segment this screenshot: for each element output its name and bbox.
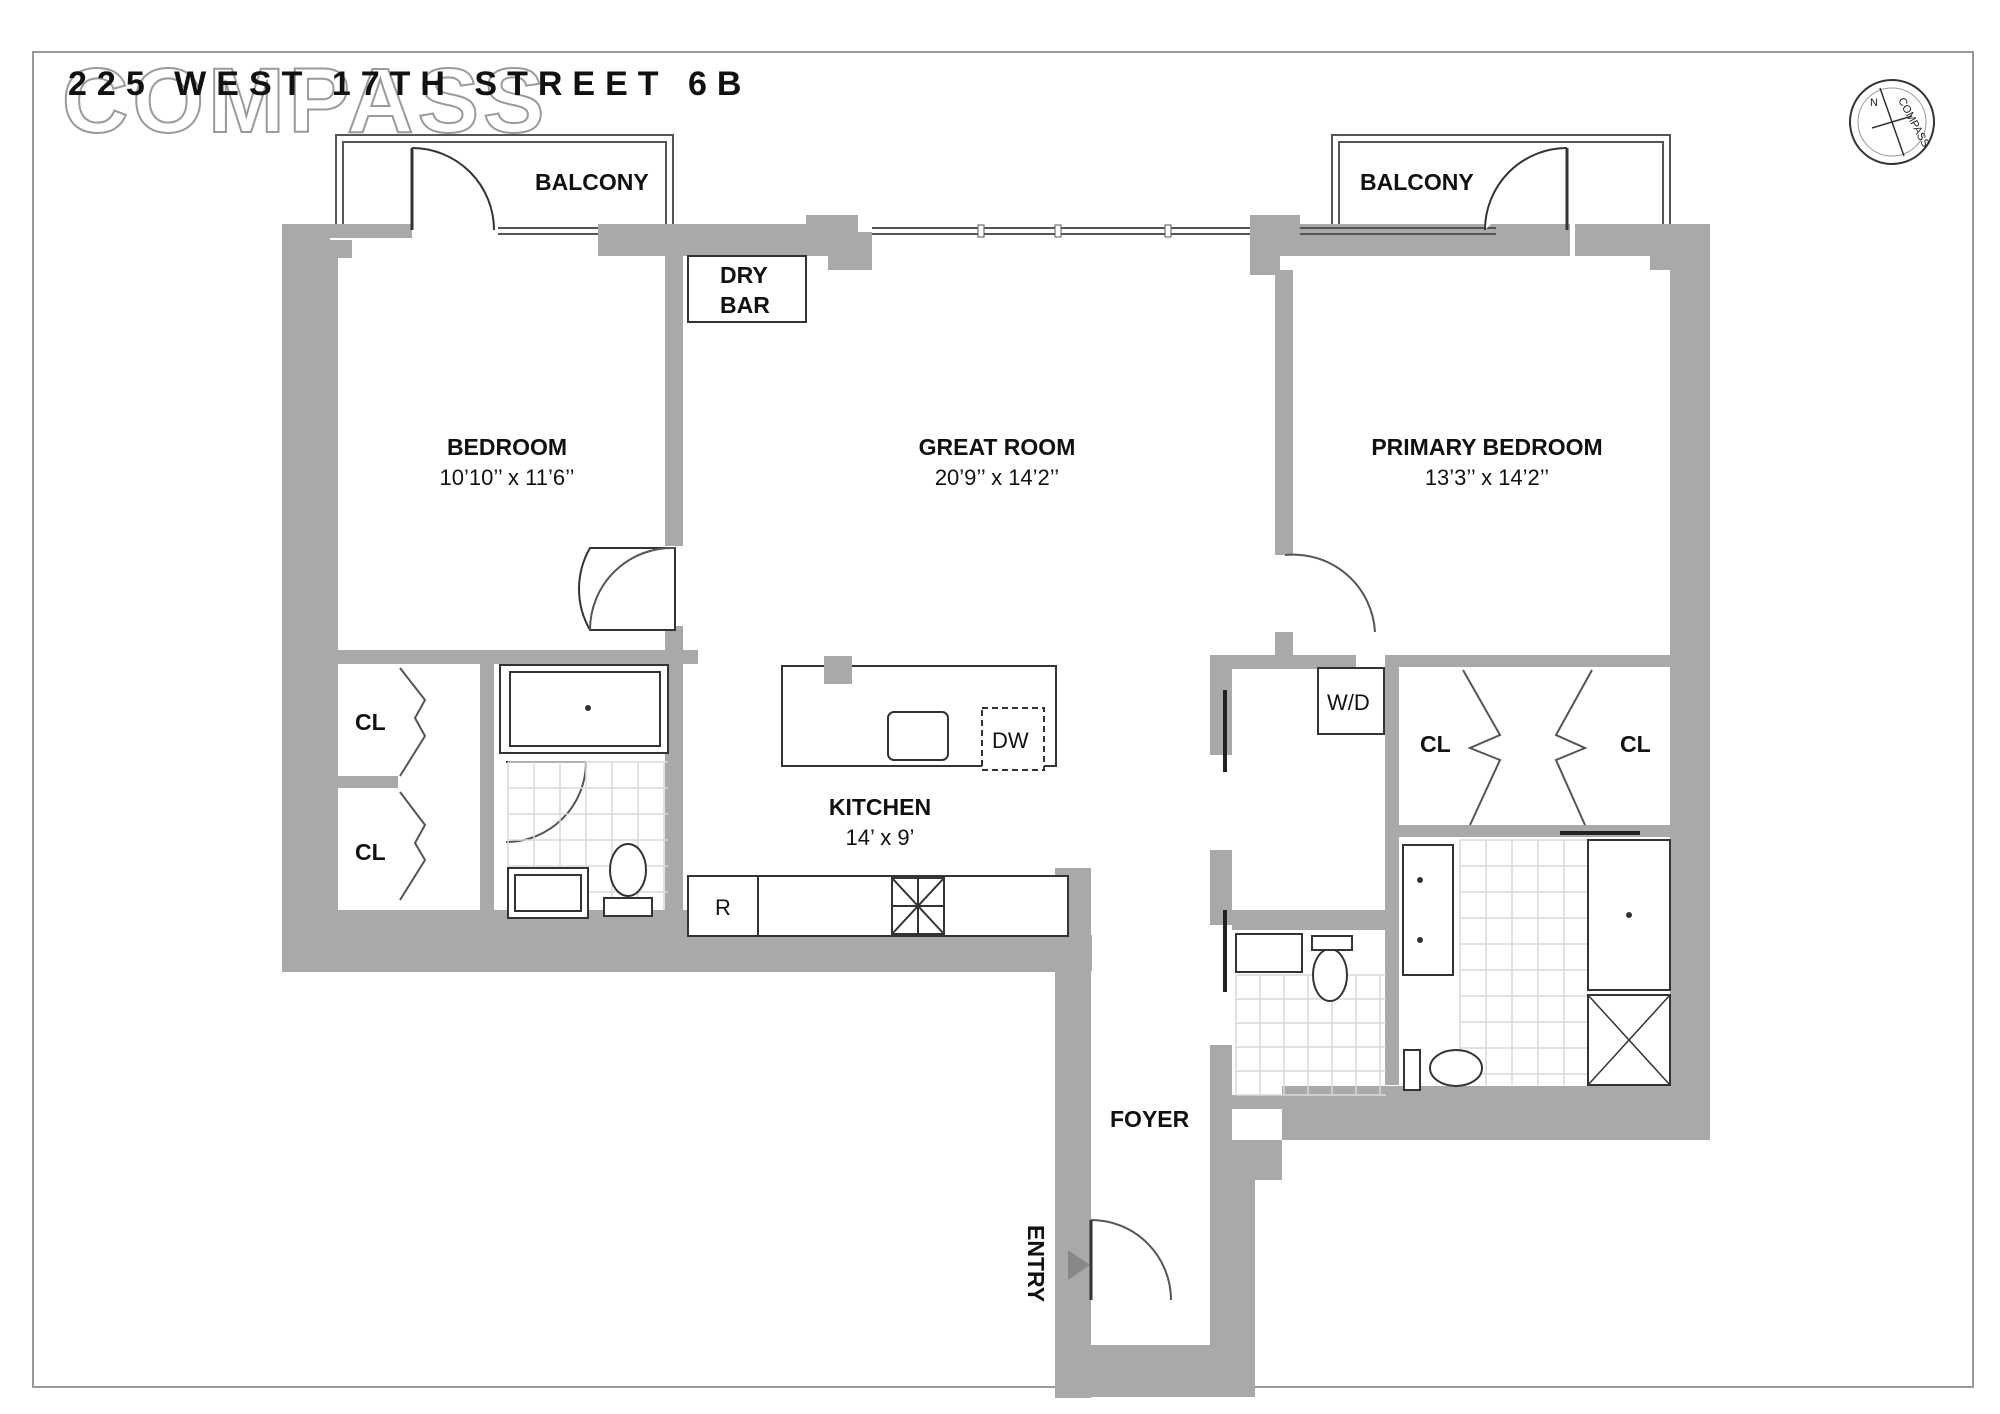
dishwasher-label: DW [992, 728, 1029, 753]
entry-label: ENTRY [1023, 1225, 1049, 1302]
kitchen-name: KITCHEN [829, 794, 931, 820]
foyer-label: FOYER [1110, 1106, 1190, 1132]
great-room-dimensions: 20’9’’ x 14’2’’ [935, 465, 1059, 490]
refrigerator-label: R [715, 895, 731, 920]
primary-bedroom-dimensions: 13’3’’ x 14’2’’ [1425, 465, 1549, 490]
closet-label-1: CL [355, 709, 386, 735]
bedroom-name: BEDROOM [447, 434, 567, 460]
closet-label-2: CL [355, 839, 386, 865]
page-border [32, 51, 1974, 1388]
primary-bedroom-name: PRIMARY BEDROOM [1371, 434, 1602, 460]
closet-label-3: CL [1420, 731, 1451, 757]
fixtures [499, 255, 1671, 1091]
closet-label-4: CL [1620, 731, 1651, 757]
balcony-left-label: BALCONY [535, 169, 649, 195]
windows [498, 224, 1496, 238]
address-title: 225 WEST 17TH STREET 6B [68, 65, 751, 103]
compass-rose: N COMPASS [1849, 79, 1935, 165]
watermark-logo: COMPASS [62, 50, 548, 152]
walls [282, 215, 1710, 1398]
dry-bar-label-1: DRY [720, 262, 768, 288]
kitchen-dimensions: 14’ x 9’ [846, 825, 915, 850]
balcony-right-label: BALCONY [1360, 169, 1474, 195]
compass-north: N [1870, 97, 1878, 109]
balconies [335, 134, 1671, 224]
great-room-name: GREAT ROOM [919, 434, 1076, 460]
washer-dryer-label: W/D [1327, 690, 1370, 715]
dry-bar-label-2: BAR [720, 292, 770, 318]
bedroom-dimensions: 10’10’’ x 11’6’’ [440, 465, 575, 490]
